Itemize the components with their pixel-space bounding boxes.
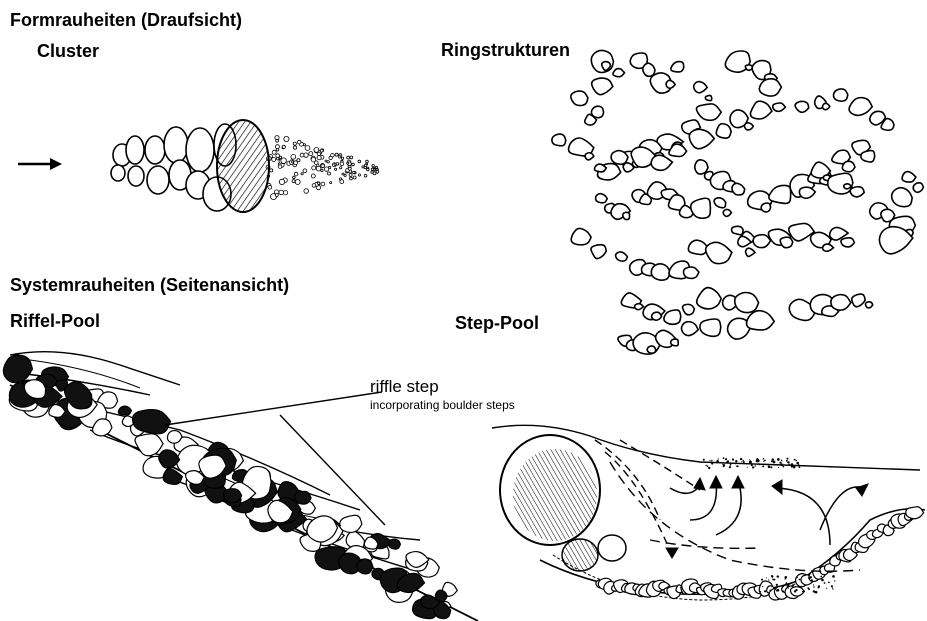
flow-arrow-icon: [18, 158, 62, 170]
cluster-illustration: [111, 120, 379, 212]
step-pool-illustration: [492, 425, 925, 600]
ring-structures-illustration: [552, 50, 924, 354]
riffle-pool-illustration: [3, 352, 478, 621]
